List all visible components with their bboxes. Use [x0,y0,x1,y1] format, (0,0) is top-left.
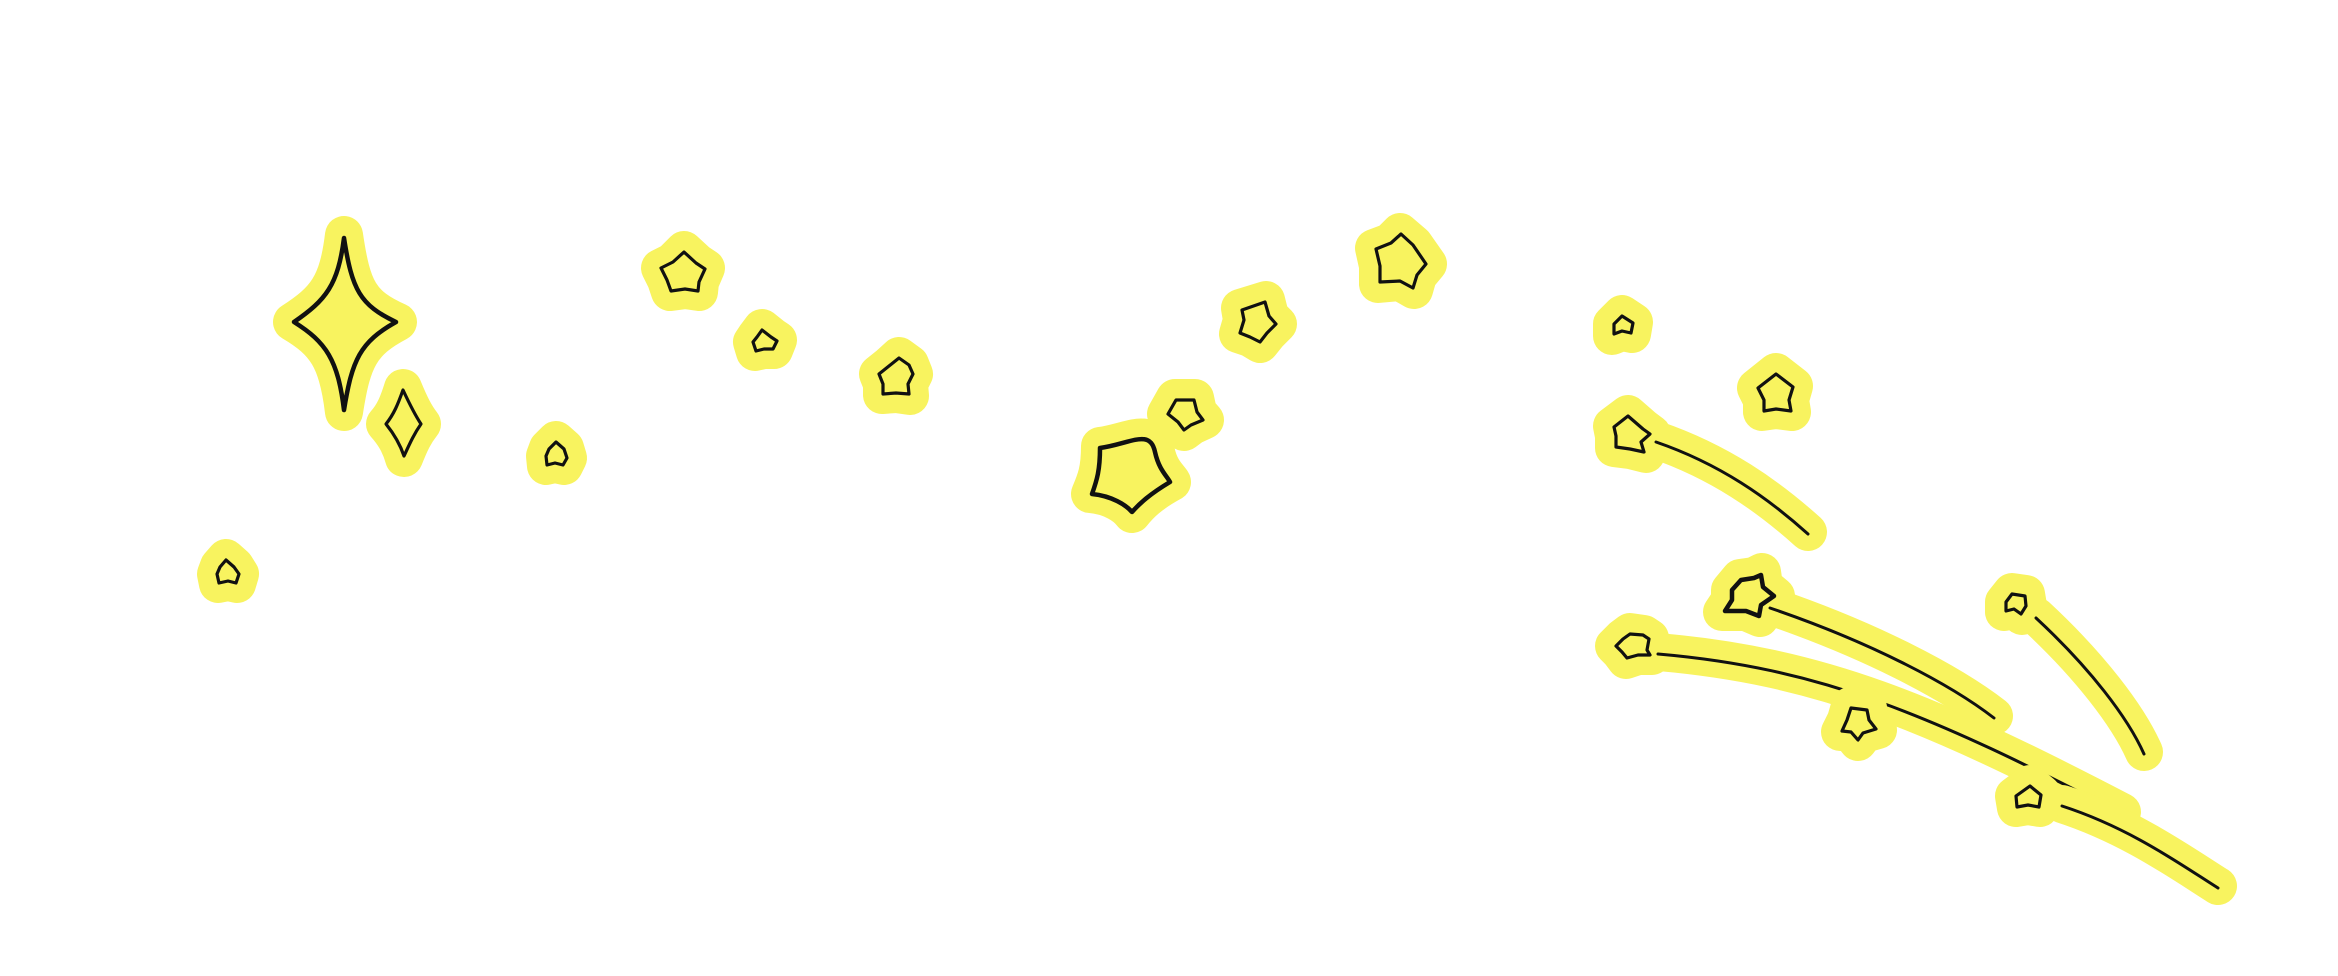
star-icon [1737,353,1813,431]
big-sparkle-icon [273,216,417,431]
star-icon [641,231,725,311]
shooting-star-lower [1995,765,2237,905]
star-icon [859,337,933,415]
shooting-star-upper [1593,395,1827,551]
small-diamond-sparkle-icon [366,369,441,477]
tiny-star-icon [197,539,259,603]
tiny-star-icon [1593,295,1653,355]
tiny-star-icon [733,309,797,371]
large-star-icon [1071,418,1191,533]
star-icon [1219,281,1297,363]
star-icon [1821,687,1897,761]
star-icon [1355,213,1447,309]
shooting-star-right [1985,573,2163,771]
tiny-star-icon [526,421,587,485]
star-icon [1147,379,1224,451]
